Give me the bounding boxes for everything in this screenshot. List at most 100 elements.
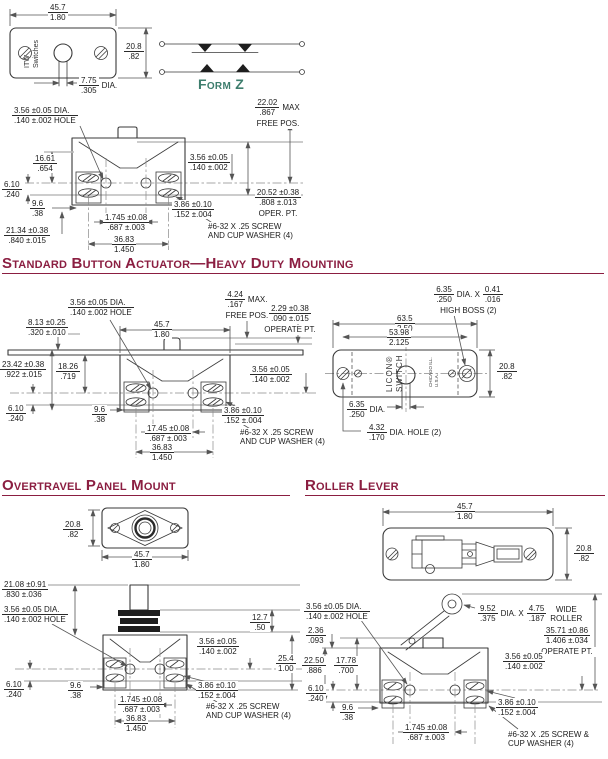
dim-16-61: 16.61.654 bbox=[33, 154, 58, 174]
boss-icon bbox=[354, 369, 456, 378]
dim-3-86: 3.86 ±0.10.152 ±.004 bbox=[172, 200, 214, 220]
screw-icon bbox=[523, 547, 537, 561]
dim-hole-callout: 3.56 ±0.05 DIA..140 ±.002 HOLE bbox=[12, 106, 78, 126]
screw-note: #6-32 X .25 SCREW &CUP WASHER (4) bbox=[506, 730, 591, 749]
dim-1-745: 1.745 ±0.08.687 ±.003 bbox=[403, 723, 450, 743]
button-plunger bbox=[117, 126, 138, 139]
brand-chicago: CHICAGO ILL.U.S.A. bbox=[428, 357, 439, 387]
actuator-hole bbox=[396, 365, 416, 385]
fig-overtravel-side: 21.08 ±0.91.830 ±.036 12.7.50 3.56 ±0.05… bbox=[0, 578, 310, 759]
dim-hole-callout: 3.56 ±0.05 DIA..140 ±.002 HOLE bbox=[68, 298, 134, 318]
dim-6-10: 6.10.240 bbox=[306, 684, 326, 704]
dim-3-86: 3.86 ±0.10.152 ±.004 bbox=[222, 406, 264, 426]
roller-top-drawing bbox=[382, 508, 572, 581]
form-z-label: Form Z bbox=[198, 76, 245, 92]
dim-21-34: 21.34 ±0.38.840 ±.015 bbox=[4, 226, 51, 246]
plate-outline bbox=[101, 507, 189, 549]
switch-body bbox=[71, 137, 186, 206]
roller-lever bbox=[400, 593, 463, 651]
dim-hole-callout: 3.56 ±0.05 DIA..140 ±.002 HOLE bbox=[2, 605, 68, 625]
section-header-standard-button: Standard Button Actuator—Heavy Duty Moun… bbox=[2, 255, 604, 274]
dim-3-56: 3.56 ±0.05.140 ±.002 bbox=[250, 365, 292, 385]
dim-hole-callout: 3.56 ±0.05 DIA..140 ±.002 HOLE bbox=[304, 602, 370, 622]
screw-icon bbox=[18, 46, 32, 60]
section-header-roller-lever: Roller Lever bbox=[305, 477, 605, 496]
screw-icon bbox=[110, 523, 120, 533]
dim-9-6: 9.6.38 bbox=[30, 199, 46, 219]
switch-body bbox=[119, 354, 231, 411]
boss-screw-icon bbox=[458, 365, 476, 382]
terminal-screws-left bbox=[123, 381, 150, 413]
roller-side-drawing bbox=[320, 593, 602, 744]
dim-9-6: 9.6.38 bbox=[68, 681, 84, 701]
switch-body bbox=[102, 634, 188, 691]
terminal-screws-right bbox=[200, 381, 227, 413]
dim-3-56: 3.56 ±0.05.140 ±.002 bbox=[503, 652, 545, 672]
plunger bbox=[129, 584, 149, 611]
dim-3-86: 3.86 ±0.10.152 ±.004 bbox=[196, 681, 238, 701]
dim-1-745: 1.745 ±0.08.687 ±.003 bbox=[103, 213, 150, 233]
fig-heavy-duty-plate: LICON®SWITCH CHICAGO ILL.U.S.A. 6.35.250… bbox=[325, 280, 608, 455]
fig-roller-side: 3.56 ±0.05 DIA..140 ±.002 HOLE 2.36.093 … bbox=[300, 592, 608, 759]
brand-licon-switch: LICON®SWITCH bbox=[385, 354, 404, 392]
terminal-screws-right bbox=[463, 679, 487, 709]
screw-icon bbox=[385, 547, 399, 561]
fig-standard-button-side: 3.56 ±0.05 DIA..140 ±.002 HOLE 22.02.867… bbox=[0, 96, 310, 258]
dim-2-36: 2.36.093 bbox=[306, 626, 326, 646]
dim-3-86: 3.86 ±0.10.152 ±.004 bbox=[496, 698, 538, 718]
plate-outline bbox=[9, 27, 117, 79]
panel-bushing bbox=[118, 610, 160, 632]
terminal-screws-left bbox=[381, 679, 405, 709]
plate-outline bbox=[332, 349, 478, 398]
screw-icon bbox=[170, 523, 180, 533]
dim-9-6: 9.6.38 bbox=[340, 703, 356, 723]
dim-8-13: 8.13 ±0.25.320 ±.010 bbox=[26, 318, 68, 338]
screw-icon bbox=[336, 367, 350, 380]
form-z-symbol bbox=[159, 41, 305, 75]
dim-height: 20.8.82 bbox=[497, 362, 517, 382]
overtravel-top-drawing bbox=[88, 507, 189, 561]
roller-lever-mechanism bbox=[411, 535, 523, 574]
switch-body bbox=[379, 647, 489, 704]
dim-23-42: 23.42 ±0.38.922 ±.015 bbox=[0, 360, 47, 380]
dim-height: 20.8.82 bbox=[124, 42, 144, 62]
dim-21-08: 21.08 ±0.91.830 ±.036 bbox=[2, 580, 49, 600]
dim-1-745: 1.745 ±0.08.687 ±.003 bbox=[118, 695, 165, 715]
dim-3-56: 3.56 ±0.05.140 ±.002 bbox=[188, 153, 230, 173]
button-plunger bbox=[163, 337, 181, 351]
actuator-hole bbox=[53, 43, 73, 63]
dim-6-10: 6.10.240 bbox=[6, 404, 26, 424]
dim-9-6: 9.6.38 bbox=[92, 405, 108, 425]
diamond-boss bbox=[107, 510, 183, 546]
dim-3-56: 3.56 ±0.05.140 ±.002 bbox=[197, 637, 239, 657]
contact-symbol-top bbox=[159, 41, 305, 53]
plate-outline bbox=[382, 527, 554, 581]
dim-17-45: 17.45 ±0.08.687 ±.003 bbox=[145, 424, 192, 444]
dim-22-50: 22.50.886 bbox=[302, 656, 327, 676]
